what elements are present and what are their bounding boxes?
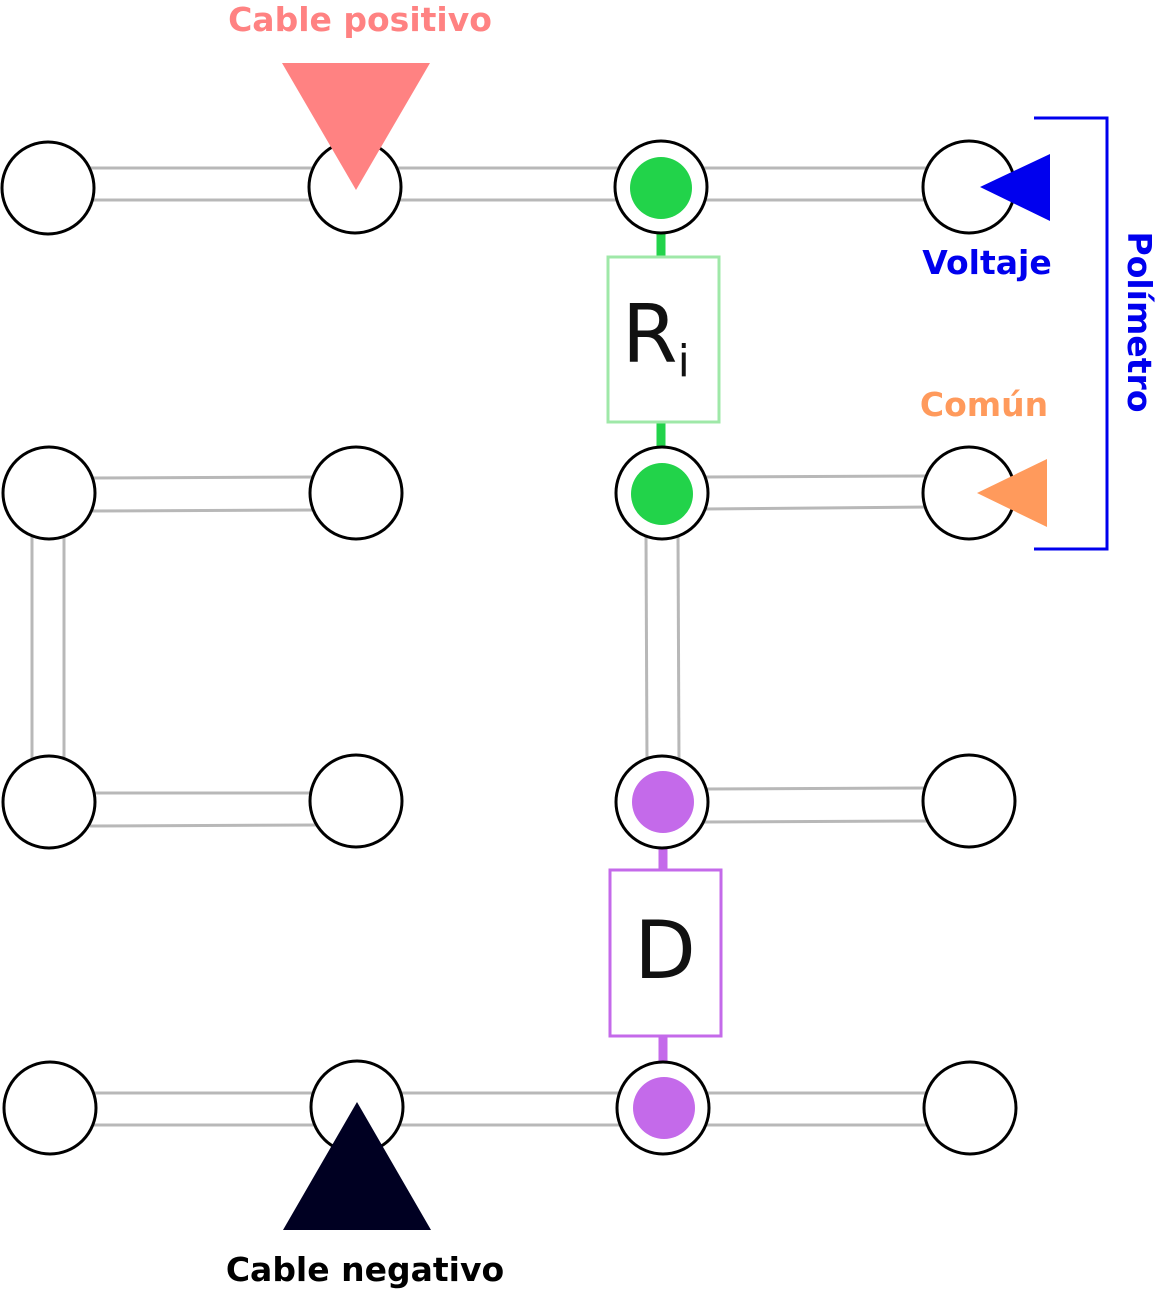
diode: D [608, 868, 723, 1038]
multimeter-bracket [1034, 116, 1109, 551]
holes [0, 139, 1018, 1156]
resistor-letter: R [622, 288, 678, 381]
negative-cable-label: Cable negativo [226, 1250, 504, 1289]
wire-mid-vertical [644, 533, 681, 765]
multimeter-label: Polímetro [1120, 232, 1159, 413]
wire-row1-c [702, 166, 930, 202]
hole-r2-c2 [308, 445, 404, 541]
wire-left-vertical [30, 532, 66, 762]
diode-label: D [634, 904, 696, 997]
negative-probe-icon [283, 1102, 431, 1230]
wires [30, 166, 932, 1127]
hole-r1-c1 [0, 140, 96, 236]
positive-probe-icon [282, 63, 430, 190]
wire-row2-a [89, 475, 319, 513]
resistor-pin-bottom [631, 463, 693, 525]
wire-row4-c [704, 1091, 932, 1127]
resistor-subscript: i [678, 336, 690, 387]
resistor-box [606, 255, 721, 424]
resistor-pins [630, 157, 693, 525]
hole-r3-c1 [1, 754, 97, 850]
positive-cable-label: Cable positivo [228, 0, 492, 39]
diode-box [608, 868, 723, 1038]
wire-row1-a [88, 166, 316, 202]
voltage-probe-icon [980, 154, 1050, 221]
diode-pins [632, 771, 695, 1139]
wire-row4-a [92, 1091, 318, 1127]
hole-r3-c2 [308, 753, 404, 849]
hole-r3-c4 [921, 753, 1017, 849]
diode-pin-bottom [633, 1077, 695, 1139]
voltage-label: Voltaje [922, 243, 1051, 282]
wire-row1-b [396, 166, 622, 202]
common-probe-icon [977, 459, 1047, 527]
hole-r4-c1 [2, 1060, 98, 1156]
wire-row4-b [398, 1091, 624, 1127]
wire-row3-b [703, 786, 931, 824]
resistor: Ri [606, 255, 721, 424]
hole-r4-c4 [922, 1060, 1018, 1156]
hole-r2-c1 [1, 445, 97, 541]
wire-row2-b [703, 474, 931, 511]
diode-pin-top [632, 771, 694, 833]
wire-row3-a [89, 791, 319, 828]
resistor-pin-top [630, 157, 692, 219]
common-label: Común [920, 385, 1048, 424]
resistor-label: Ri [622, 288, 690, 387]
